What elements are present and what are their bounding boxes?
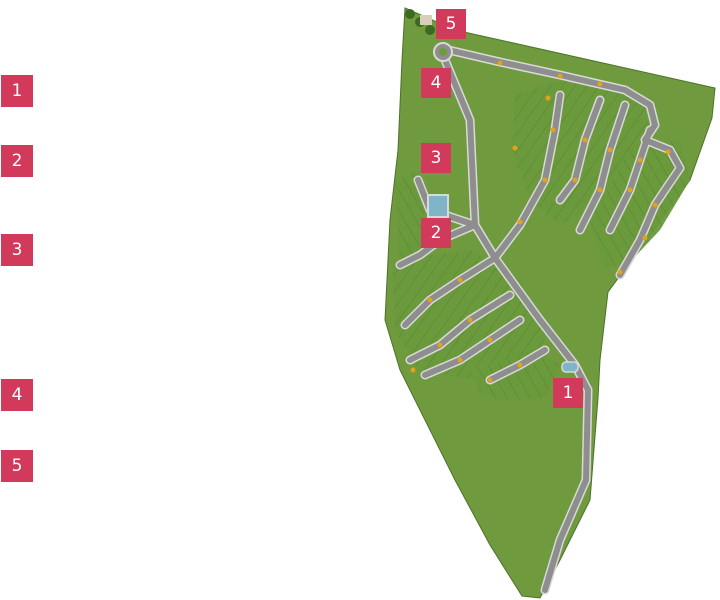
lots-east	[590, 140, 690, 268]
street-lamps	[410, 60, 671, 383]
map-marker-1[interactable]: 1	[553, 378, 583, 408]
lots-south	[470, 350, 560, 400]
map-marker-4[interactable]: 4	[421, 68, 451, 98]
map-marker-3[interactable]: 3	[421, 143, 451, 173]
legend-badge-2[interactable]: 2	[1, 145, 33, 177]
legend-badge-5[interactable]: 5	[1, 450, 33, 482]
legend-badge-4[interactable]: 4	[1, 379, 33, 411]
map-marker-5[interactable]: 5	[436, 9, 466, 39]
legend-badge-3[interactable]: 3	[1, 234, 33, 266]
map-marker-2[interactable]: 2	[421, 218, 451, 248]
legend-badge-1[interactable]: 1	[1, 75, 33, 107]
pool-area	[427, 194, 449, 218]
